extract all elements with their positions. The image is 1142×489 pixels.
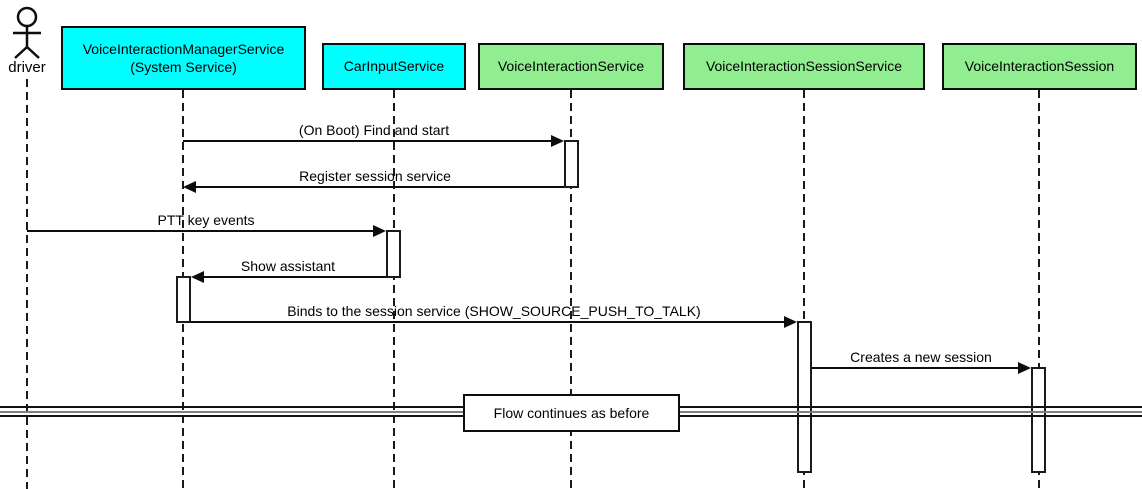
participant-voiceinteractionmanagerservice: VoiceInteractionManagerService (System S… <box>61 26 306 90</box>
lifeline-voiceinteractionservice <box>570 90 572 489</box>
divider-label: Flow continues as before <box>493 405 650 421</box>
lifeline-voiceinteractionsessionservice <box>803 90 805 489</box>
actor-driver-label: driver <box>8 59 46 76</box>
message-5-line <box>191 316 797 328</box>
message-6-label: Creates a new session <box>850 349 992 365</box>
message-1-line <box>183 135 564 147</box>
activation-bar-voiceinteractionservice <box>564 140 579 188</box>
message-5-label: Binds to the session service (SHOW_SOURC… <box>287 303 701 319</box>
divider-label-box: Flow continues as before <box>463 394 680 432</box>
lifeline-voiceinteractionsession <box>1038 90 1040 489</box>
activation-bar-voiceinteractionmanagerservice <box>176 276 191 323</box>
message-2-label: Register session service <box>299 168 451 184</box>
lifeline-carinputservice <box>393 90 395 489</box>
message-4-arrowhead-icon <box>191 271 204 283</box>
participant-voiceinteractionsession: VoiceInteractionSession <box>942 43 1137 90</box>
participant-label: VoiceInteractionService <box>497 58 645 75</box>
message-6-arrowhead-icon <box>1018 362 1031 374</box>
lifeline-driver <box>26 79 28 489</box>
participant-label: VoiceInteractionManagerService <box>82 40 285 57</box>
activation-bar-voiceinteractionsessionservice <box>797 321 812 473</box>
message-2-line <box>183 181 564 193</box>
message-2-arrowhead-icon <box>183 181 196 193</box>
participant-label: CarInputService <box>343 58 445 75</box>
message-1-arrowhead-icon <box>551 135 564 147</box>
participant-sublabel: (System Service) <box>130 59 237 75</box>
participant-voiceinteractionservice: VoiceInteractionService <box>478 43 664 90</box>
participant-label: VoiceInteractionSession <box>964 58 1115 75</box>
participant-voiceinteractionsessionservice: VoiceInteractionSessionService <box>683 43 925 90</box>
activation-bar-carinputservice <box>386 230 401 278</box>
message-4-label: Show assistant <box>240 258 336 274</box>
actor-driver-icon <box>13 6 41 59</box>
message-3-label: PTT key events <box>157 212 255 228</box>
activation-bar-voiceinteractionsession <box>1031 367 1046 473</box>
message-1-label: (On Boot) Find and start <box>298 122 450 138</box>
participant-label: VoiceInteractionSessionService <box>705 58 903 75</box>
participant-carinputservice: CarInputService <box>322 43 466 90</box>
message-3-line <box>27 225 386 237</box>
message-6-line <box>812 362 1031 374</box>
message-4-line <box>191 271 386 283</box>
message-5-arrowhead-icon <box>784 316 797 328</box>
message-3-arrowhead-icon <box>373 225 386 237</box>
